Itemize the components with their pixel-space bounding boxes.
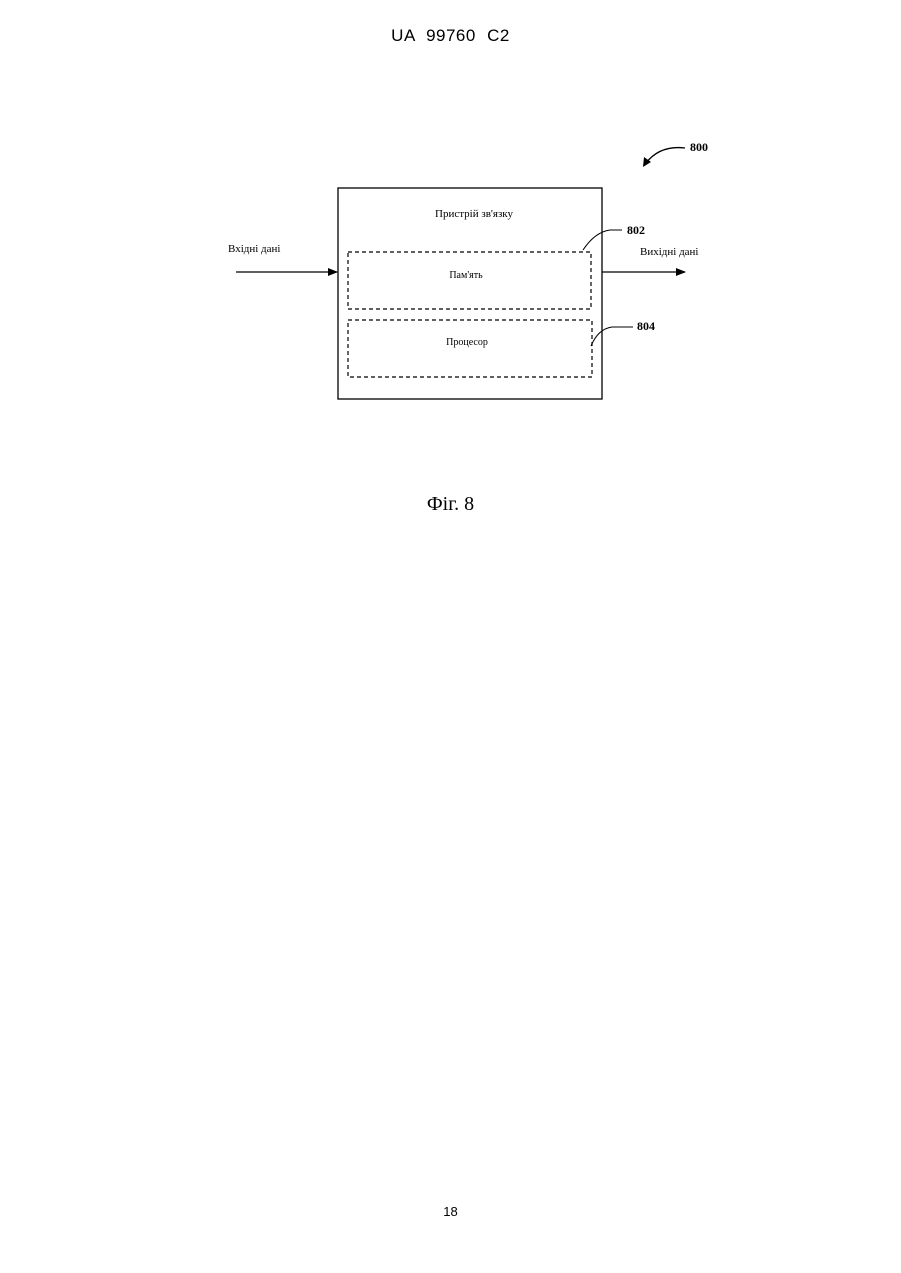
figure-caption: Фіг. 8 <box>0 493 901 516</box>
reference-804-label: 804 <box>637 319 655 333</box>
processor-box <box>348 320 592 377</box>
reference-800-label: 800 <box>690 140 708 154</box>
page-number: 18 <box>0 1204 901 1219</box>
reference-804-leader <box>591 327 633 346</box>
block-diagram: 800 Пристрій зв'язку Пам'ять Процесор 80… <box>0 0 901 480</box>
memory-label: Пам'ять <box>449 270 483 281</box>
reference-802-label: 802 <box>627 223 645 237</box>
output-data-label: Вихідні дані <box>640 246 699 258</box>
reference-800-leader-arrow <box>646 148 685 163</box>
processor-label: Процесор <box>446 337 488 348</box>
input-data-label: Вхідні дані <box>228 243 280 255</box>
communication-device-label: Пристрій зв'язку <box>435 208 513 220</box>
